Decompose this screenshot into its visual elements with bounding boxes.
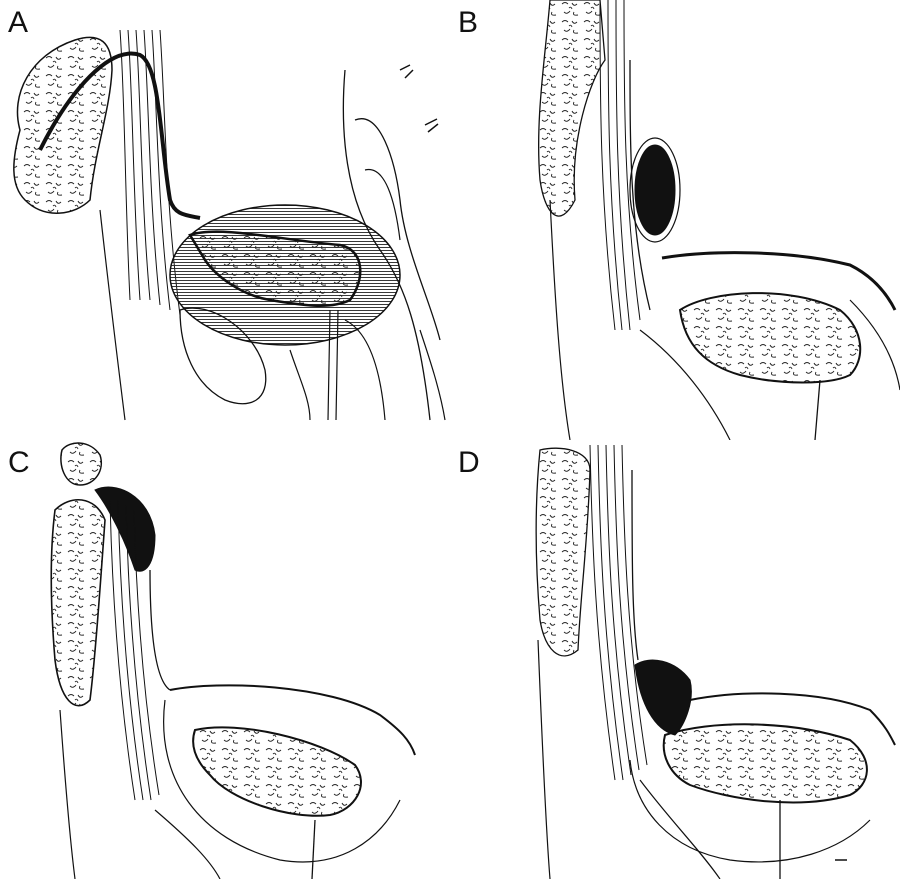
illustration-b [450,0,900,440]
panel-b: B [450,0,900,440]
illustration-a [0,0,450,440]
illustration-c [0,440,450,879]
panel-d: D [450,440,900,879]
panel-c: C [0,440,450,879]
illustration-d [450,440,900,879]
panel-a: A [0,0,450,440]
